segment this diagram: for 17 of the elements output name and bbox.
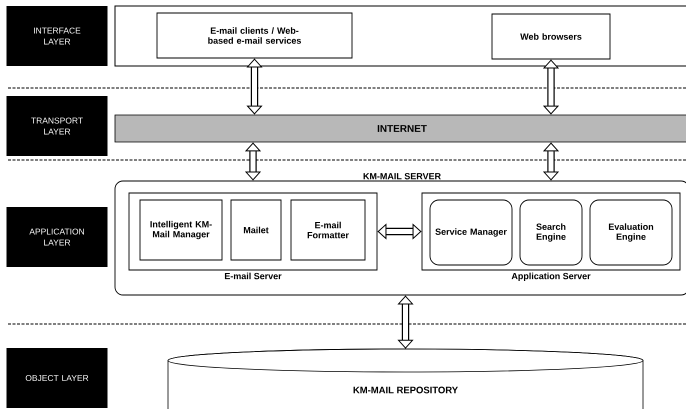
node-label: Application Server — [512, 272, 590, 282]
layer-label: APPLICATION LAYER — [6, 207, 108, 267]
component-box: E-mail Formatter — [290, 200, 366, 260]
repository-cylinder: KM-MAIL REPOSITORY — [168, 348, 644, 409]
component-box: Evaluation Engine — [590, 200, 672, 266]
component-box: Service Manager — [430, 200, 512, 266]
node-label: KM-MAIL SERVER — [364, 173, 441, 180]
node-label: E-mail Server — [224, 272, 282, 280]
component-box: Search Engine — [520, 200, 582, 266]
component-box: Web browsers — [492, 14, 610, 60]
layer-label: TRANSPORT LAYER — [6, 96, 108, 156]
component-box: Intelligent KM-Mail Manager — [140, 200, 222, 260]
component-box: Mailet — [230, 200, 282, 260]
internet-band: INTERNET — [114, 114, 686, 142]
layer-label: INTERFACE LAYER — [6, 6, 108, 66]
component-box: E-mail clients / Web-based e-mail services — [156, 12, 352, 58]
layer-label: OBJECT LAYER — [6, 348, 108, 408]
